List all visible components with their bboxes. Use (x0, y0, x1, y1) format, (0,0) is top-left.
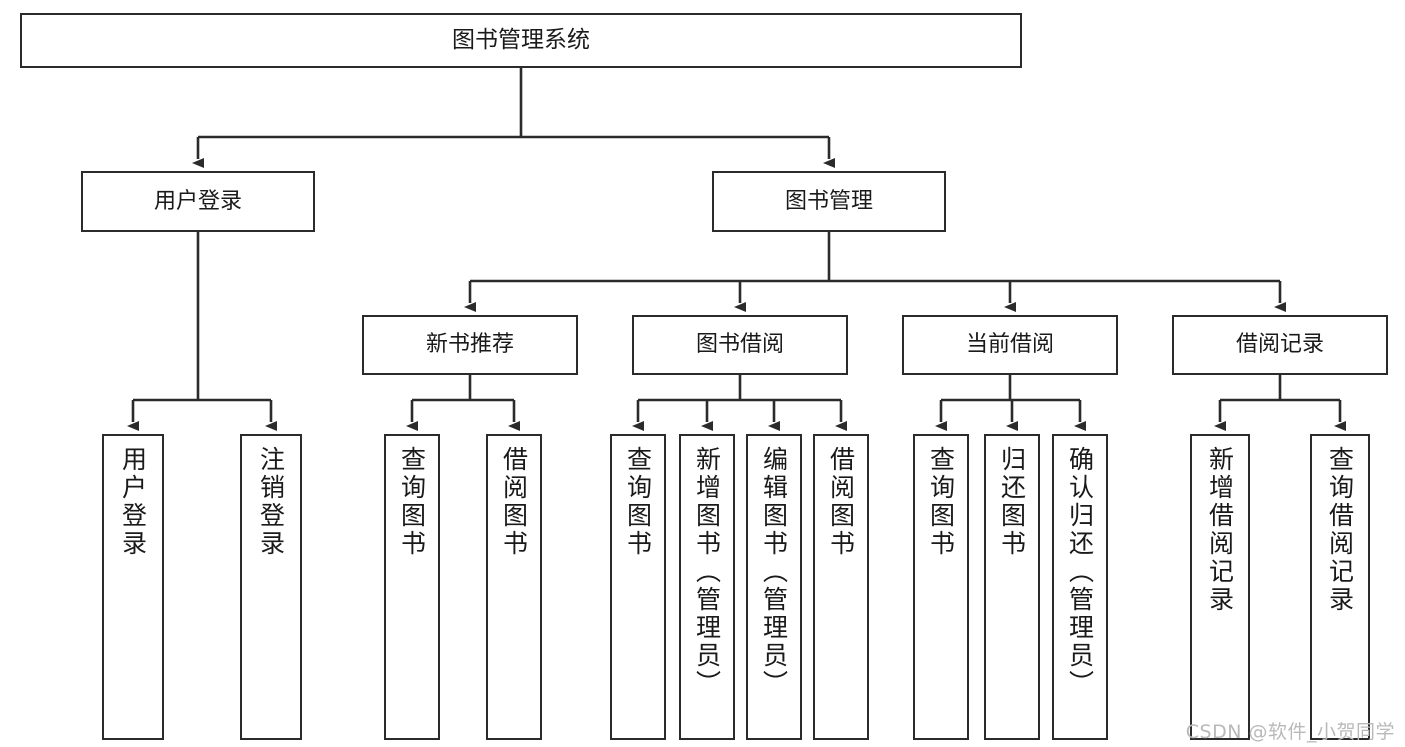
node-leaf-user-login-label: 用户登录 (118, 446, 148, 558)
node-leaf-borrow-book-1-label: 借阅图书 (499, 446, 529, 558)
node-book-management-label: 图书管理 (784, 188, 873, 214)
node-leaf-query-book-2[interactable]: 查询图书 (610, 434, 666, 740)
node-leaf-query-borrow-record[interactable]: 查询借阅记录 (1310, 434, 1370, 740)
node-leaf-borrow-book-2-label: 借阅图书 (826, 446, 856, 558)
node-leaf-add-borrow-record-label: 新增借阅记录 (1205, 446, 1235, 614)
node-leaf-query-book-2-label: 查询图书 (623, 446, 653, 558)
node-new-book-recommend[interactable]: 新书推荐 (362, 315, 578, 375)
node-borrow-record-label: 借阅记录 (1235, 332, 1324, 358)
node-user-login[interactable]: 用户登录 (81, 171, 315, 232)
node-leaf-return-book[interactable]: 归还图书 (984, 434, 1040, 740)
node-leaf-edit-book-admin-label: 编辑图书（管理员） (759, 446, 789, 698)
node-leaf-add-borrow-record[interactable]: 新增借阅记录 (1190, 434, 1250, 740)
node-new-book-recommend-label: 新书推荐 (425, 332, 514, 358)
node-current-borrow-label: 当前借阅 (965, 332, 1054, 358)
csdn-watermark: CSDN @软件_小贺同学 (1185, 721, 1395, 743)
node-book-borrow[interactable]: 图书借阅 (632, 315, 848, 375)
node-leaf-edit-book-admin[interactable]: 编辑图书（管理员） (746, 434, 802, 740)
node-leaf-query-book-1-label: 查询图书 (397, 446, 427, 558)
node-leaf-query-book-1[interactable]: 查询图书 (384, 434, 440, 740)
node-leaf-query-book-3-label: 查询图书 (926, 446, 956, 558)
node-leaf-add-book-admin[interactable]: 新增图书（管理员） (679, 434, 735, 740)
node-leaf-return-book-label: 归还图书 (997, 446, 1027, 558)
node-leaf-confirm-return-admin-label: 确认归还（管理员） (1065, 446, 1095, 698)
node-user-login-label: 用户登录 (153, 188, 242, 214)
node-leaf-user-login[interactable]: 用户登录 (102, 434, 164, 740)
node-leaf-borrow-book-2[interactable]: 借阅图书 (813, 434, 869, 740)
node-book-borrow-label: 图书借阅 (695, 332, 784, 358)
node-leaf-query-borrow-record-label: 查询借阅记录 (1325, 446, 1355, 614)
node-borrow-record[interactable]: 借阅记录 (1172, 315, 1388, 375)
node-leaf-borrow-book-1[interactable]: 借阅图书 (486, 434, 542, 740)
node-root[interactable]: 图书管理系统 (20, 13, 1022, 68)
node-root-label: 图书管理系统 (452, 26, 590, 53)
node-leaf-logout[interactable]: 注销登录 (240, 434, 302, 740)
node-current-borrow[interactable]: 当前借阅 (902, 315, 1118, 375)
node-book-management[interactable]: 图书管理 (712, 171, 946, 232)
node-leaf-logout-label: 注销登录 (256, 446, 286, 558)
node-leaf-add-book-admin-label: 新增图书（管理员） (692, 446, 722, 698)
node-leaf-query-book-3[interactable]: 查询图书 (913, 434, 969, 740)
node-leaf-confirm-return-admin[interactable]: 确认归还（管理员） (1052, 434, 1108, 740)
